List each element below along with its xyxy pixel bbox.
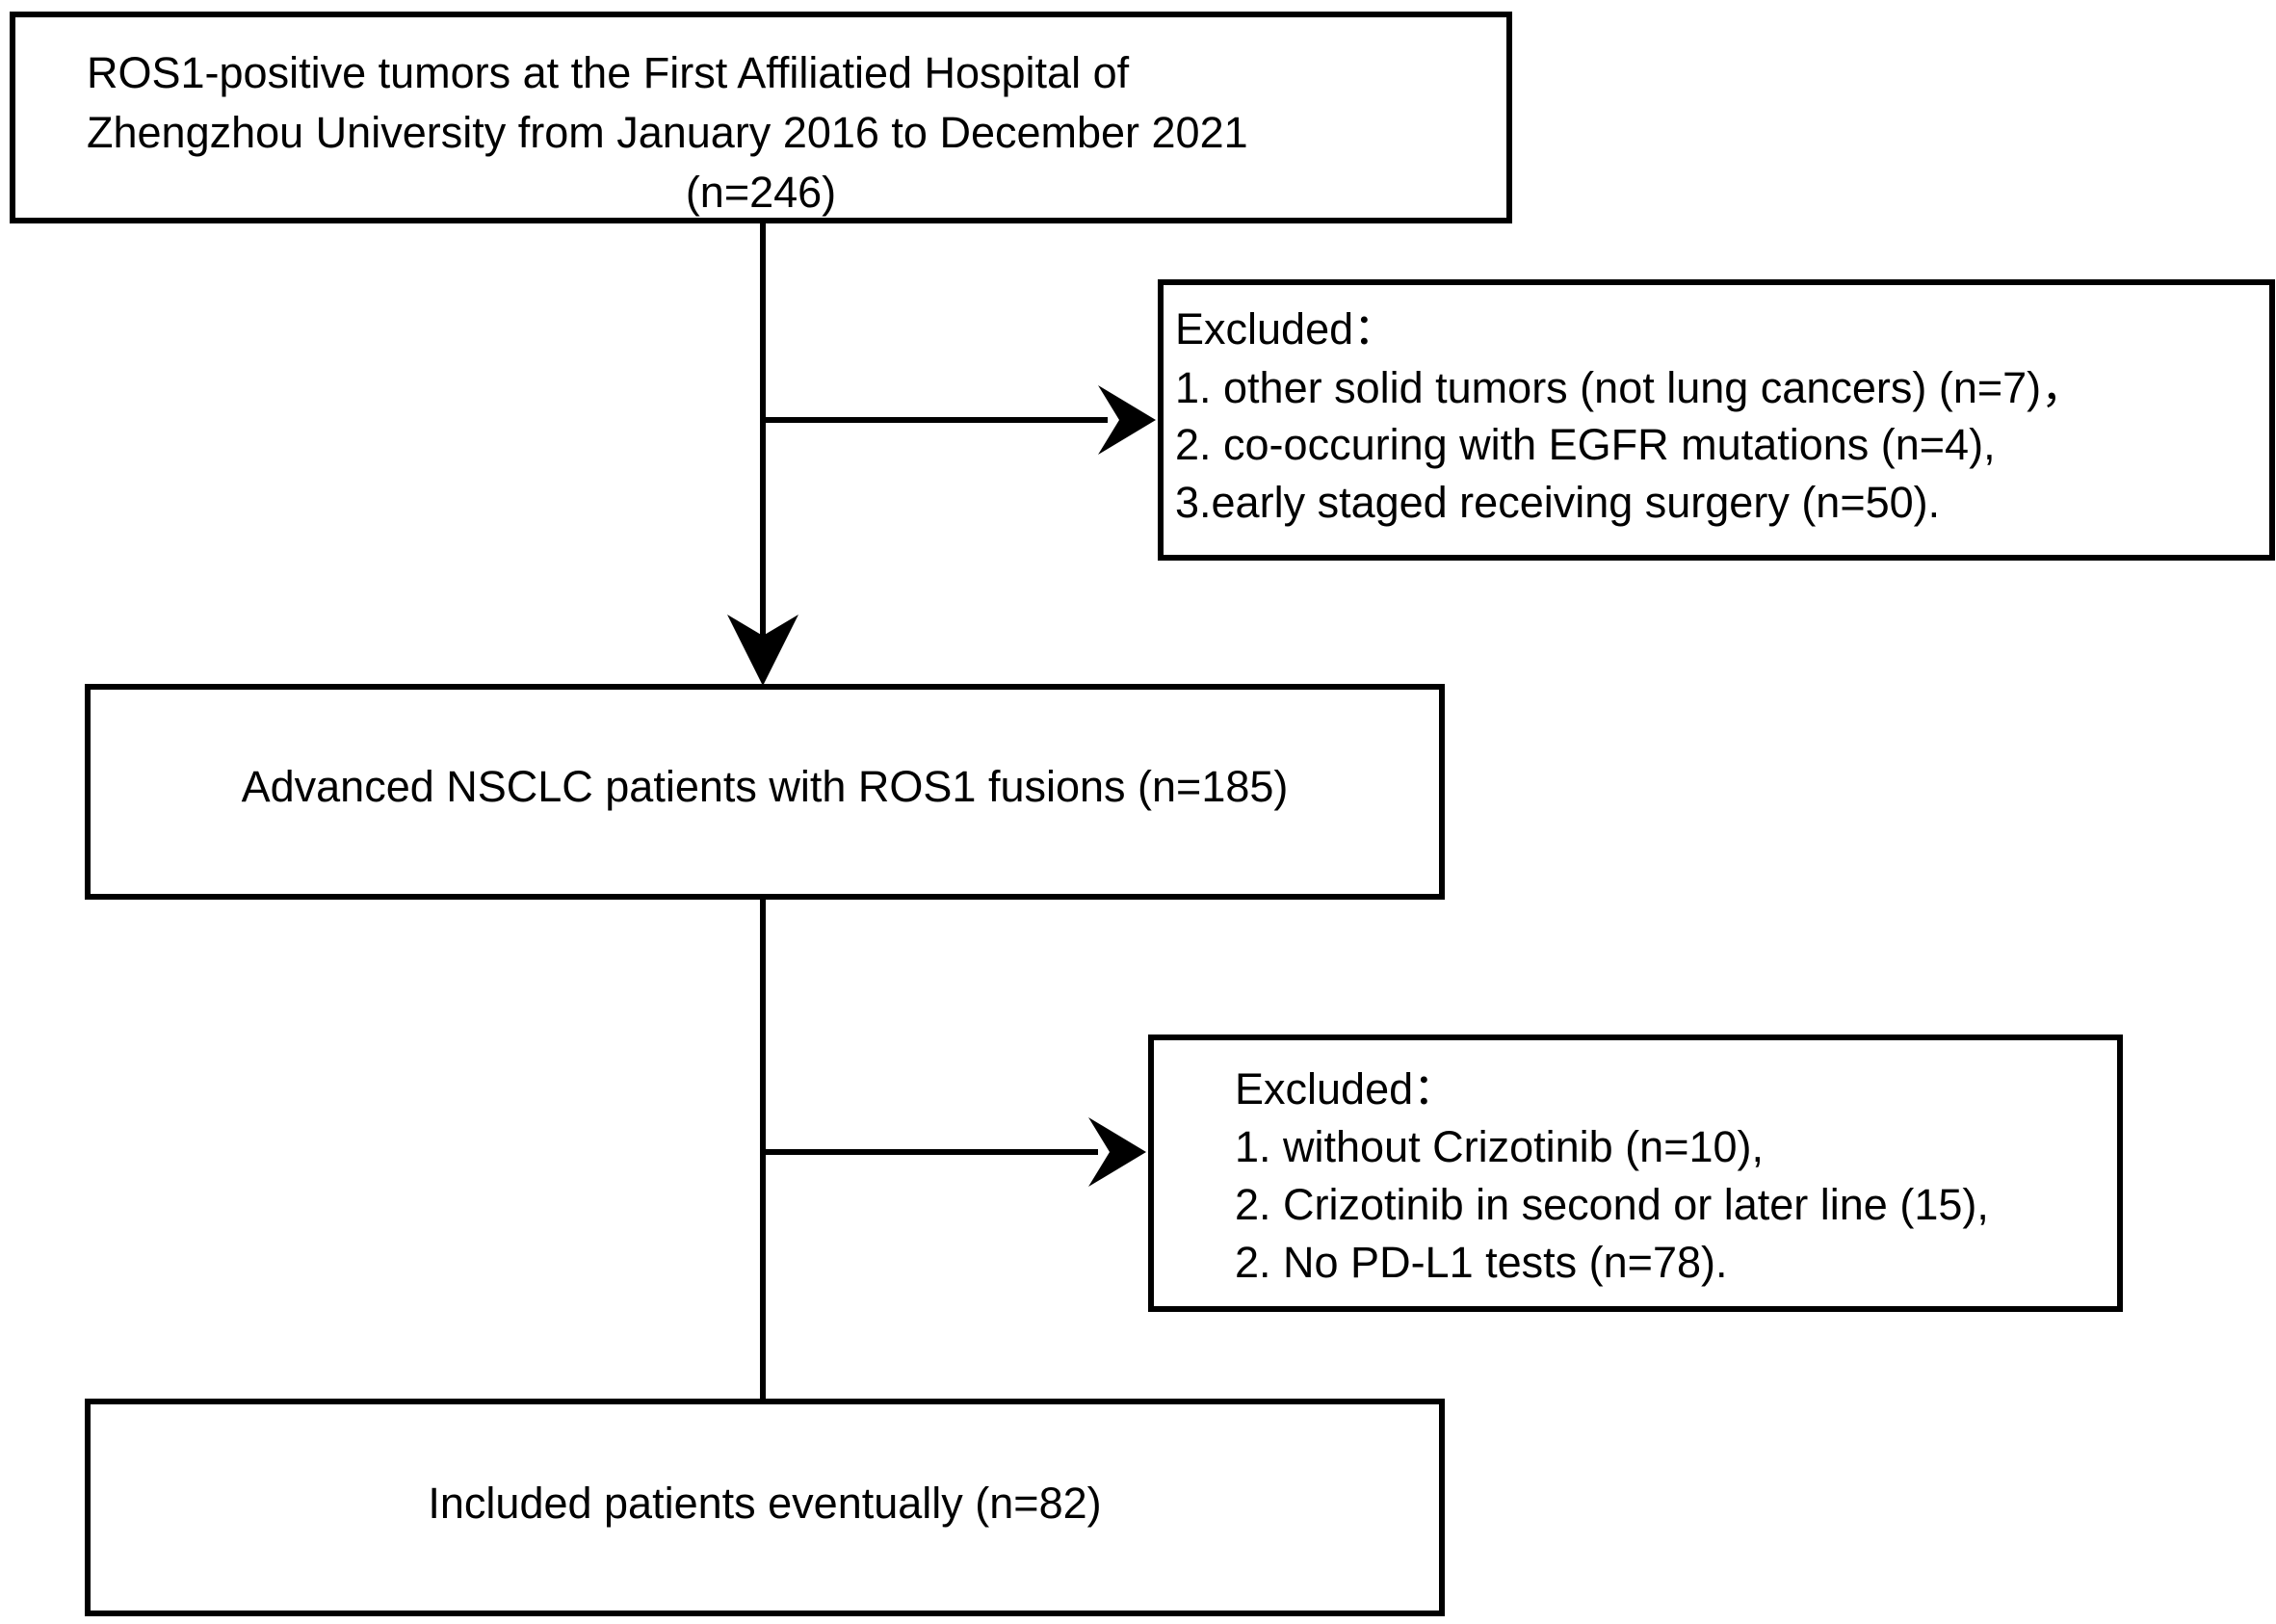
exclusion-1-item-1: 1. other solid tumors (not lung cancers)… [1175,363,2085,412]
arrowhead-down-to-middle [727,615,798,686]
arrowhead-right-to-exclusion-1 [1098,385,1156,455]
exclusion-box-1 [1158,279,2275,561]
exclusion-2-item-2: 2. Crizotinib in second or later line (1… [1235,1180,1989,1229]
exclusion-2-item-1: 1. without Crizotinib (n=10), [1235,1122,1765,1171]
exclusion-1-item-3: 3.early staged receiving surgery (n=50). [1175,478,1941,527]
exclusion-box-2 [1148,1035,2123,1312]
exclusion-2-heading: Excluded： [1235,1064,1457,1113]
exclusion-1-heading: Excluded： [1175,304,1398,354]
arrowhead-right-to-exclusion-2 [1088,1117,1146,1187]
middle-box [85,684,1445,900]
start-box-line-2: Zhengzhou University from January 2016 t… [87,108,1248,157]
final-box [85,1399,1445,1616]
start-box [10,12,1512,223]
start-box-line-1: ROS1-positive tumors at the First Affili… [87,48,1130,97]
middle-box-text: Advanced NSCLC patients with ROS1 fusion… [241,762,1289,811]
start-box-count: (n=246) [685,168,837,217]
final-box-text: Included patients eventually (n=82) [428,1479,1102,1528]
exclusion-1-item-2: 2. co-occuring with EGFR mutations (n=4)… [1175,420,1996,469]
exclusion-2-item-3: 2. No PD-L1 tests (n=78). [1235,1238,1728,1287]
